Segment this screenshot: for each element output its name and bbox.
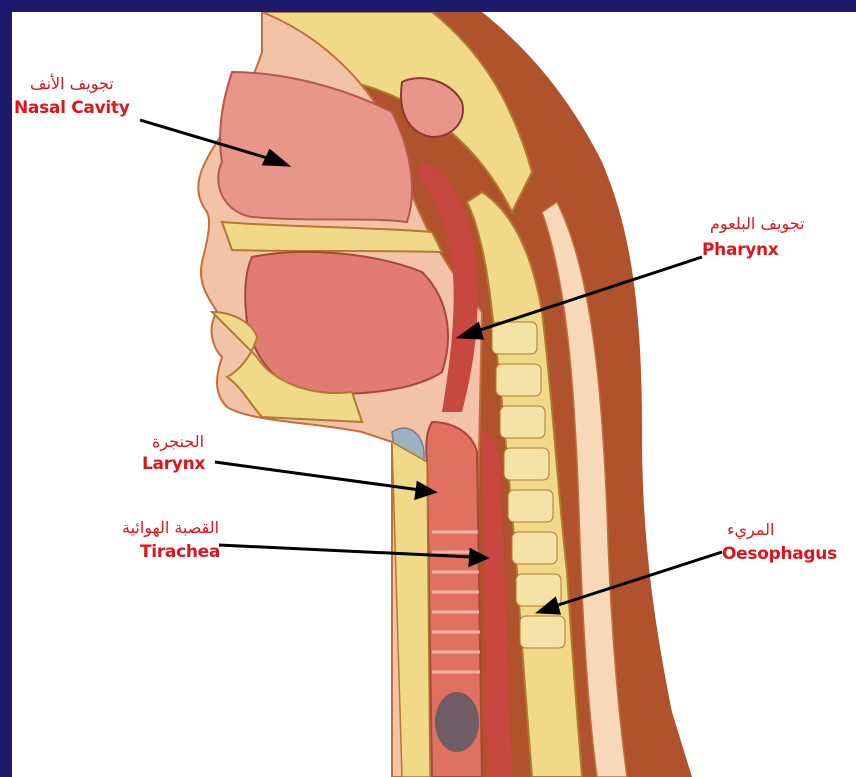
oesophagus-label-ar: المريء (727, 520, 774, 540)
nasal-cavity-label-en: Nasal Cavity (14, 98, 130, 118)
arrow-larynx (215, 462, 420, 490)
trachea-label-ar: القصبة الهوائية (122, 518, 219, 538)
tongue (245, 252, 448, 394)
pharynx-label-ar: تجويف البلعوم (710, 214, 804, 234)
thyroid (435, 692, 479, 752)
oesophagus-label-en: Oesophagus (722, 544, 837, 564)
larynx-label-ar: الحنجرة (152, 432, 204, 452)
nasal-cavity-label-ar: تجويف الأنف (30, 74, 114, 94)
larynx-label-en: Larynx (142, 454, 205, 474)
diagram-panel: تجويف الأنف Nasal Cavity تجويف البلعوم P… (12, 12, 856, 777)
anatomy-illustration (12, 12, 856, 777)
trachea-label-en: Tirachea (140, 542, 220, 562)
pharynx-label-en: Pharynx (702, 240, 778, 260)
